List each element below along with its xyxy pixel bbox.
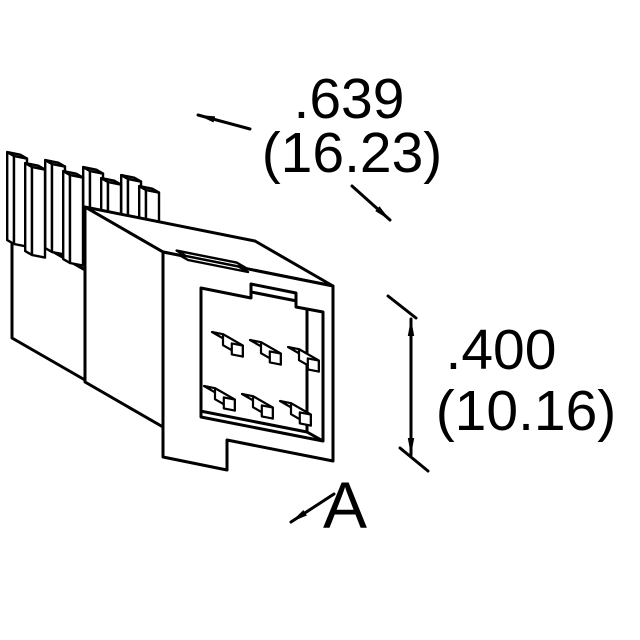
slot-inner-edge — [177, 253, 250, 274]
dim-width-inches-label: .639 — [294, 67, 405, 131]
housing-front-face — [161, 250, 335, 472]
dim-height-extension-bottom — [398, 446, 430, 473]
dim-height-inches-label: .400 — [446, 318, 557, 382]
dim-ref-arrow — [289, 492, 336, 524]
dim-height-metric-label: (10.16) — [436, 379, 617, 443]
dimension-annotations — [196, 113, 430, 524]
dim-width-arrow-upper — [196, 113, 252, 131]
dim-width-metric-label: (16.23) — [262, 121, 443, 185]
header-pin — [61, 169, 85, 268]
header-pin — [23, 161, 47, 260]
dim-width-arrow-lower — [350, 184, 392, 222]
dim-ref-label: A — [323, 468, 367, 542]
dim-height-extension-top — [386, 294, 418, 320]
top-polarization-slot — [175, 249, 250, 274]
dimension-labels: .639 (16.23) .400 (10.16) A — [262, 67, 617, 542]
housing — [83, 205, 335, 429]
cavity-back-face — [183, 277, 309, 434]
